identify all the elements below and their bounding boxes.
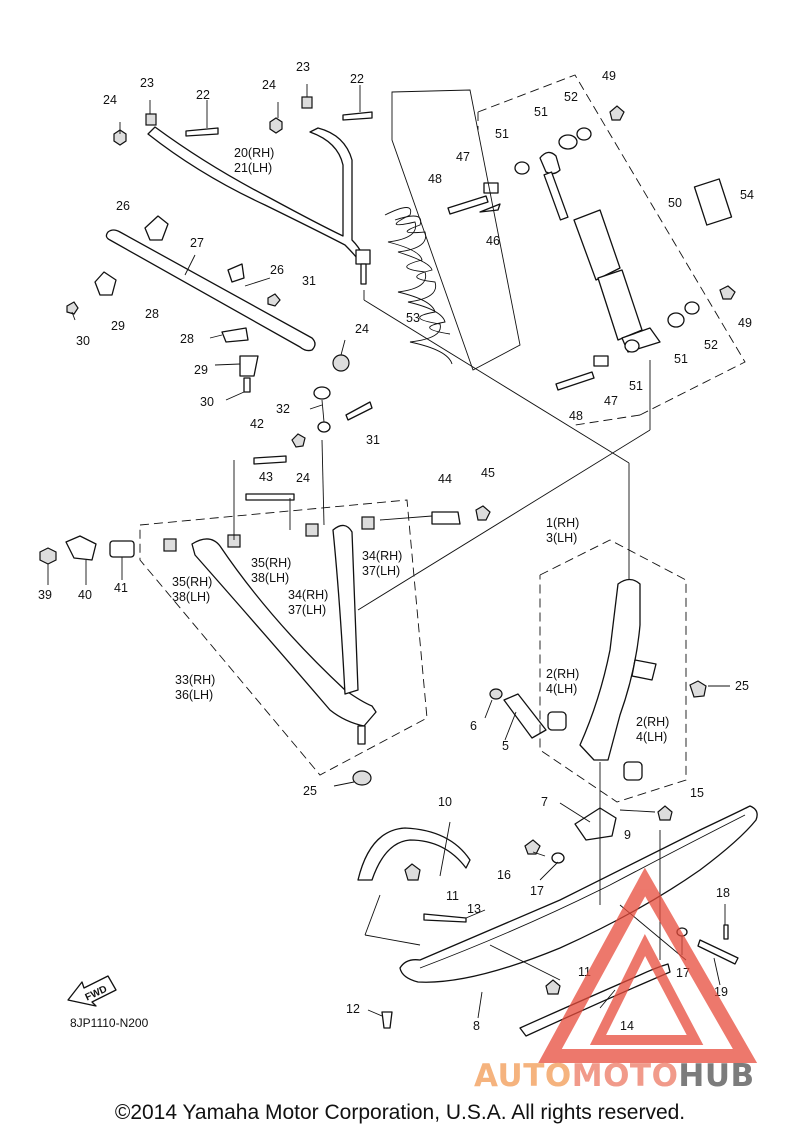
- callout: 23: [296, 60, 310, 74]
- callout: 29: [111, 319, 125, 333]
- callout: 35(RH): [172, 575, 212, 589]
- callout: 5: [502, 739, 509, 753]
- callout: 36(LH): [175, 688, 213, 702]
- callout: 42: [250, 417, 264, 431]
- callout: 2(RH): [636, 715, 669, 729]
- callout: 28: [145, 307, 159, 321]
- callout: 34(RH): [362, 549, 402, 563]
- spindle: [489, 578, 707, 841]
- callout: 12: [346, 1002, 360, 1016]
- callout: 29: [194, 363, 208, 377]
- callout: 17: [530, 884, 544, 898]
- fwd-arrow-icon: FWD: [67, 975, 117, 1007]
- copyright-notice: ©2014 Yamaha Motor Corporation, U.S.A. A…: [114, 1101, 686, 1124]
- watermark-text: AUTOMOTOHUB: [474, 1058, 755, 1094]
- lower-arm: [39, 505, 491, 786]
- callout: 4(LH): [546, 682, 577, 696]
- callout: 17: [676, 966, 690, 980]
- callout: 44: [438, 472, 452, 486]
- callout: 51: [629, 379, 643, 393]
- callout: 14: [620, 1019, 634, 1033]
- callout: 49: [602, 69, 616, 83]
- callout: 49: [738, 316, 752, 330]
- callout: 40: [78, 588, 92, 602]
- callout: 18: [716, 886, 730, 900]
- callout: 8: [473, 1019, 480, 1033]
- callout: 48: [569, 409, 583, 423]
- callout: 2(RH): [546, 667, 579, 681]
- watermark-part-3: HUB: [678, 1058, 755, 1094]
- callout: 13: [467, 902, 481, 916]
- callout: 3(LH): [546, 531, 577, 545]
- callout: 51: [674, 352, 688, 366]
- callout: 31: [302, 274, 316, 288]
- callout: 39: [38, 588, 52, 602]
- spring: [384, 207, 453, 365]
- callout: 52: [704, 338, 718, 352]
- callout: 22: [350, 72, 364, 86]
- callout-labels: 24 23 22 24 23 22 20(RH) 21(LH) 26 27 26…: [38, 60, 754, 1033]
- callout: 32: [276, 402, 290, 416]
- callout: 23: [140, 76, 154, 90]
- callout: 33(RH): [175, 673, 215, 687]
- callout: 38(LH): [172, 590, 210, 604]
- callout: 25: [303, 784, 317, 798]
- callout: 21(LH): [234, 161, 272, 175]
- callout: 47: [604, 394, 618, 408]
- leader-lines: [47, 74, 746, 1019]
- callout: 51: [495, 127, 509, 141]
- callout: 1(RH): [546, 516, 579, 530]
- callout: 45: [481, 466, 495, 480]
- callout: 25: [735, 679, 749, 693]
- diagram-code: 8JP1110-N200: [70, 1016, 149, 1030]
- watermark-logo: [538, 867, 758, 1063]
- control-rod: [245, 386, 373, 501]
- callout: 37(LH): [288, 603, 326, 617]
- callout: 15: [690, 786, 704, 800]
- shock-absorber: [447, 105, 736, 391]
- callout: 22: [196, 88, 210, 102]
- callout: 48: [428, 172, 442, 186]
- callout: 37(LH): [362, 564, 400, 578]
- callout: 54: [740, 188, 754, 202]
- stabilizer-bar: [66, 215, 350, 393]
- callout: 16: [497, 868, 511, 882]
- watermark-part-1: AUTO: [474, 1058, 572, 1094]
- callout: 4(LH): [636, 730, 667, 744]
- callout: 30: [76, 334, 90, 348]
- callout: 50: [668, 196, 682, 210]
- callout: 46: [486, 234, 500, 248]
- callout: 26: [270, 263, 284, 277]
- callout: 30: [200, 395, 214, 409]
- upper-arm: [113, 96, 373, 285]
- callout: 24: [296, 471, 310, 485]
- callout: 35(RH): [251, 556, 291, 570]
- callout: 31: [366, 433, 380, 447]
- callout: 28: [180, 332, 194, 346]
- callout: 6: [470, 719, 477, 733]
- callout: 34(RH): [288, 588, 328, 602]
- callout: 24: [103, 93, 117, 107]
- callout: 47: [456, 150, 470, 164]
- callout: 20(RH): [234, 146, 274, 160]
- callout: 24: [355, 322, 369, 336]
- callout: 51: [534, 105, 548, 119]
- callout: 10: [438, 795, 452, 809]
- callout: 41: [114, 581, 128, 595]
- callout: 9: [624, 828, 631, 842]
- callout: 52: [564, 90, 578, 104]
- callout: 24: [262, 78, 276, 92]
- watermark-part-2: MOTO: [571, 1058, 679, 1094]
- callout: 26: [116, 199, 130, 213]
- callout: 43: [259, 470, 273, 484]
- callout: 11: [446, 889, 459, 903]
- ski: [357, 805, 758, 1037]
- callout: 38(LH): [251, 571, 289, 585]
- callout: 7: [541, 795, 548, 809]
- callout: 53: [406, 311, 420, 325]
- callout: 27: [190, 236, 204, 250]
